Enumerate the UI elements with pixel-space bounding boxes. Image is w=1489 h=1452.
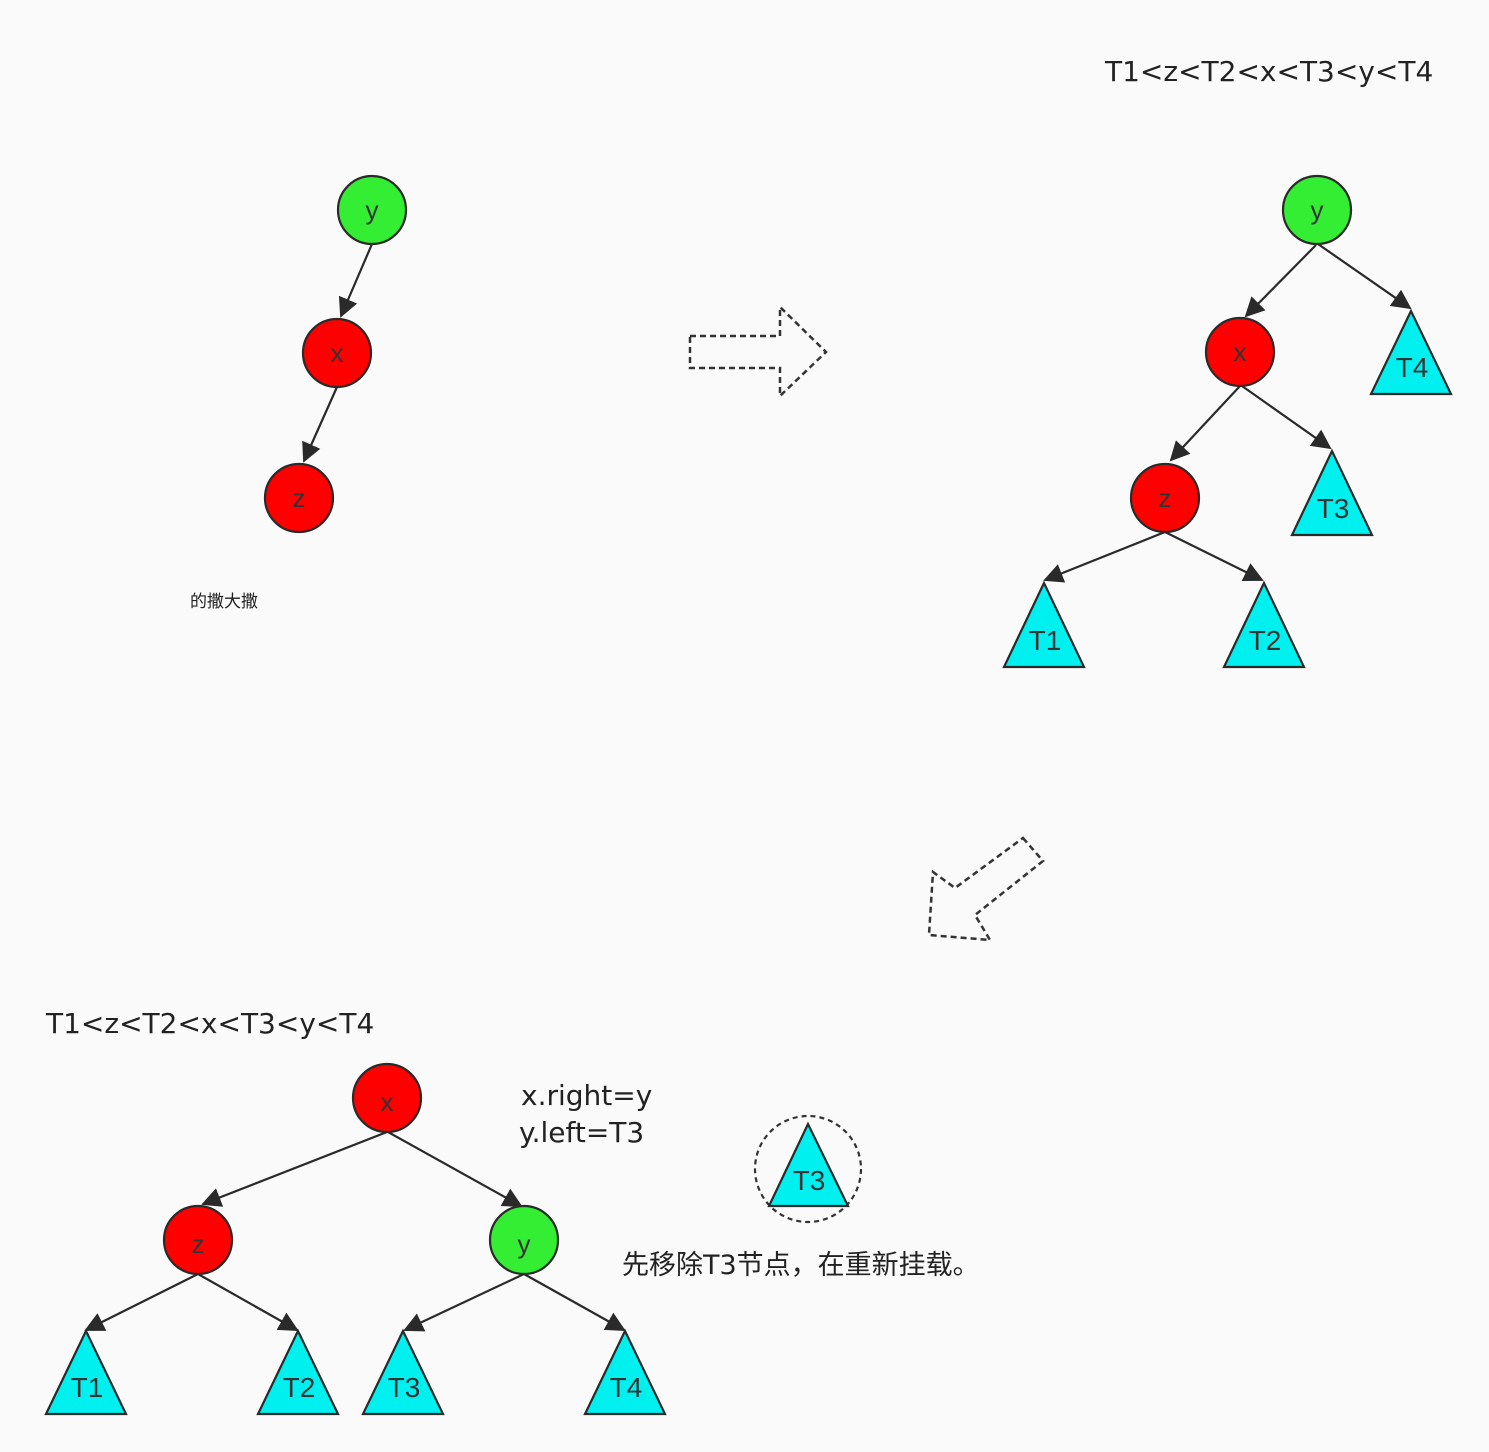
node-y: y — [1281, 174, 1353, 246]
detach-caption: 先移除T3节点，在重新挂载。 — [622, 1250, 980, 1281]
node-label: x — [381, 1087, 394, 1117]
subtree-t4: T4 — [1369, 308, 1453, 396]
node-x: x — [1204, 316, 1276, 388]
edge-y-t4 — [1317, 243, 1412, 310]
subtree-t4: T4 — [583, 1328, 667, 1416]
subtree-label: T3 — [793, 1165, 826, 1196]
subtree-t2: T2 — [1222, 580, 1306, 669]
subtree-label: T1 — [1029, 625, 1062, 656]
detached-subtree-t3: T3 — [753, 1114, 863, 1224]
node-y: y — [488, 1204, 560, 1276]
edge-x-y — [387, 1131, 523, 1207]
edge-y-t3 — [403, 1273, 525, 1332]
node-x: x — [301, 317, 373, 389]
subtree-label: T4 — [610, 1372, 643, 1403]
diagram-initial: y x z 的撒大撒 — [190, 174, 408, 612]
edge-x-z — [201, 1130, 388, 1207]
subtree-label: T2 — [1249, 625, 1282, 656]
edge-y-x — [338, 243, 374, 318]
order-text-top: T1<z<T2<x<T3<y<T4 — [1104, 55, 1433, 88]
subtree-label: T3 — [388, 1372, 421, 1403]
detach-circle — [753, 1114, 863, 1224]
node-z: z — [162, 1204, 234, 1276]
node-z: z — [263, 462, 335, 534]
node-label: z — [192, 1229, 205, 1259]
edge-y-t4 — [523, 1273, 626, 1331]
edge-z-t2 — [1164, 531, 1264, 581]
subtree-t1: T1 — [44, 1328, 128, 1416]
edge-x-z — [302, 386, 339, 463]
subtree-t2: T2 — [256, 1328, 340, 1416]
subtree-t1: T1 — [1002, 580, 1086, 669]
subtree-label: T2 — [283, 1372, 316, 1403]
subtree-t3: T3 — [1290, 448, 1374, 537]
edge-x-z — [1169, 385, 1241, 462]
node-label: z — [293, 483, 306, 513]
edge-y-x — [1244, 244, 1317, 318]
edge-z-t2 — [197, 1273, 299, 1331]
note-text: 的撒大撒 — [190, 592, 258, 612]
node-x: x — [351, 1062, 423, 1134]
node-label: y — [366, 195, 379, 225]
subtree-label: T3 — [1317, 493, 1350, 524]
order-text-bottom: T1<z<T2<x<T3<y<T4 — [45, 1007, 374, 1040]
edge-z-t1 — [1043, 530, 1166, 583]
edge-z-t1 — [84, 1273, 199, 1331]
subtree-t3: T3 — [361, 1328, 445, 1416]
subtree-label: T4 — [1396, 352, 1429, 383]
diagram-rotated: T1<z<T2<x<T3<y<T4 x.right=y y.left=T3 x … — [44, 1007, 980, 1416]
node-label: x — [1234, 337, 1247, 367]
transition-arrow-down-left — [927, 836, 1045, 942]
transition-arrow-right — [688, 304, 828, 399]
edge-x-t3 — [1241, 385, 1332, 450]
node-label: z — [1159, 483, 1172, 513]
subtree-label: T1 — [71, 1372, 104, 1403]
node-z: z — [1129, 462, 1201, 534]
node-y: y — [336, 174, 408, 246]
node-label: y — [1311, 195, 1324, 225]
node-label: x — [331, 338, 344, 368]
node-label: y — [518, 1229, 531, 1259]
code-line-1: x.right=y — [521, 1079, 652, 1112]
diagram-with-subtrees: T1<z<T2<x<T3<y<T4 y x z T4 T3 T1 — [1002, 55, 1453, 669]
code-line-2: y.left=T3 — [519, 1116, 644, 1149]
